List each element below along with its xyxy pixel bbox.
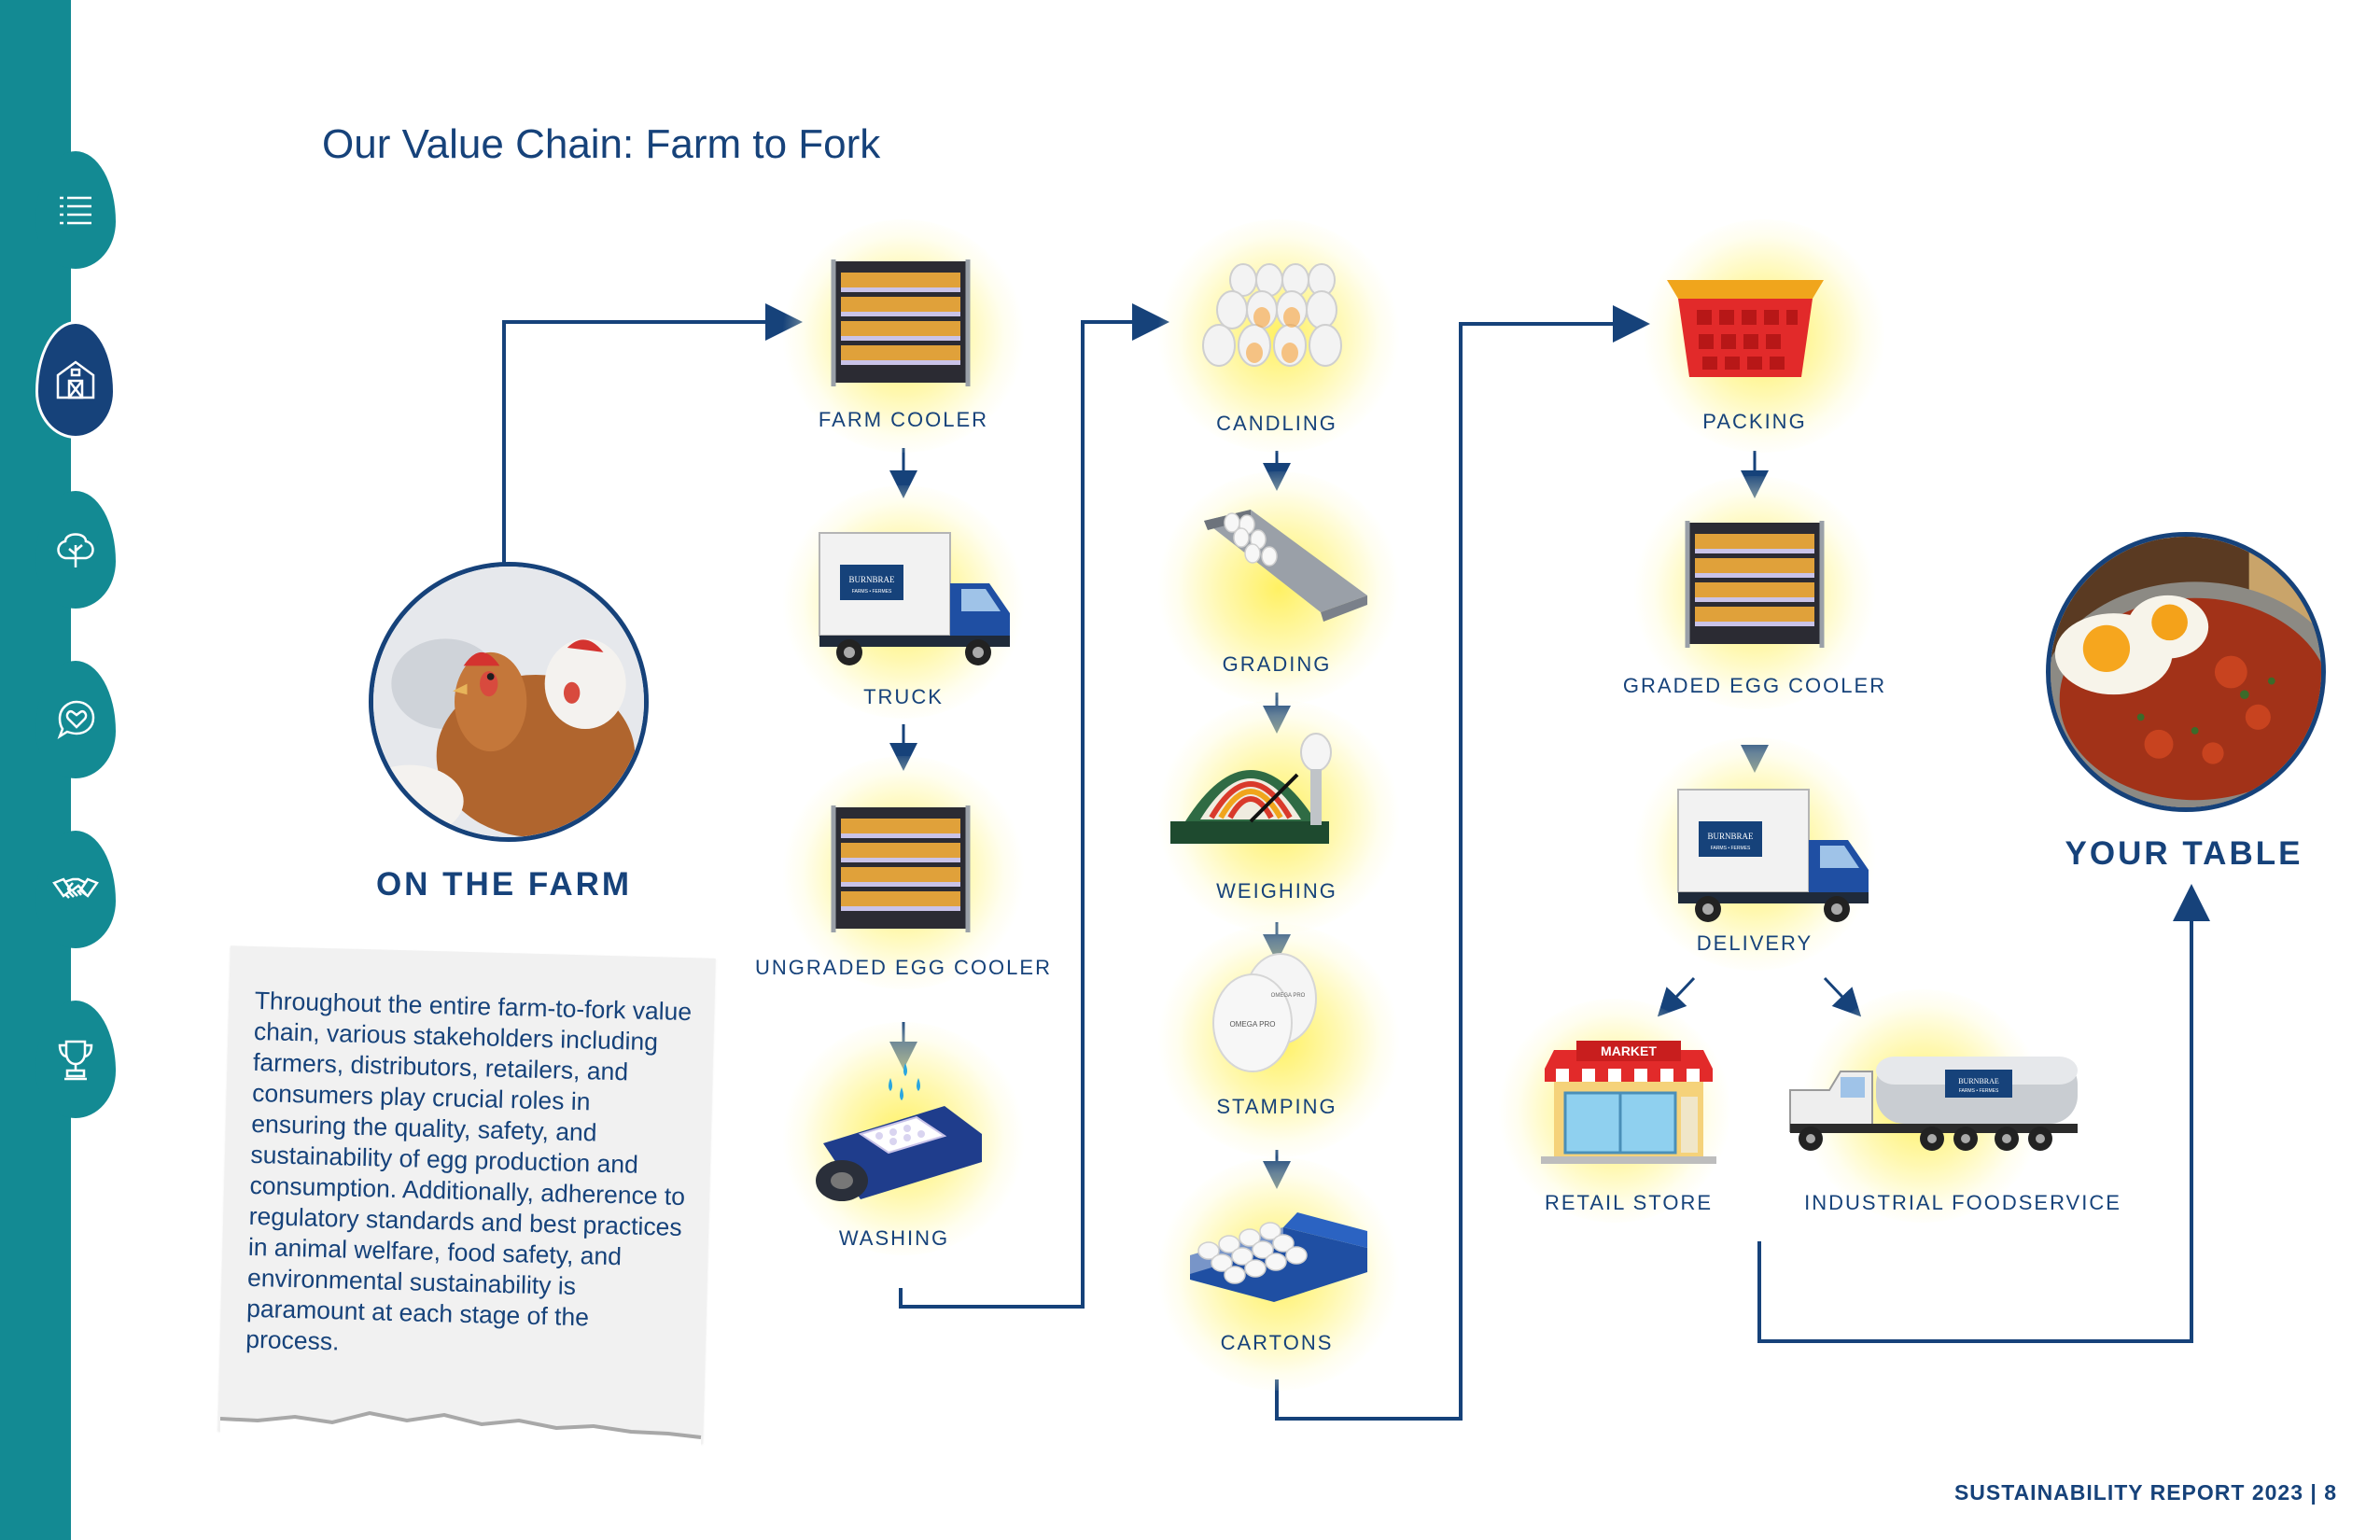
candling-icon [1187, 252, 1369, 373]
label-candling: CANDLING [1216, 412, 1337, 435]
eggs-dish-image [2051, 537, 2321, 807]
weighing-scale-icon [1167, 728, 1353, 849]
arrow-farm-to-cooler [502, 303, 803, 565]
label-farm-cooler: FARM COOLER [818, 408, 989, 431]
hen-image [373, 567, 644, 837]
svg-text:MARKET: MARKET [1601, 1043, 1657, 1058]
svg-text:OMEGA PRO: OMEGA PRO [1271, 993, 1306, 999]
nav-partnerships[interactable] [35, 831, 116, 948]
svg-text:OMEGA PRO: OMEGA PRO [1230, 1020, 1276, 1029]
svg-text:FARMS • FERMES: FARMS • FERMES [852, 589, 892, 595]
svg-text:BURNBRAE: BURNBRAE [1958, 1077, 1999, 1085]
svg-text:FARMS • FERMES: FARMS • FERMES [1711, 846, 1751, 851]
farm-label: ON THE FARM [375, 866, 633, 903]
handshake-icon [52, 877, 99, 899]
retail-store-icon: MARKET [1535, 1041, 1722, 1167]
washing-icon [805, 1050, 991, 1218]
ungraded-egg-cooler-icon [826, 798, 975, 938]
arrow-cartons-to-packing [1275, 305, 1650, 1421]
heart-chat-icon [57, 700, 95, 740]
label-packing: PACKING [1702, 410, 1807, 433]
svg-text:BURNBRAE: BURNBRAE [848, 575, 895, 584]
label-weighing: WEIGHING [1216, 879, 1337, 903]
list-icon [60, 196, 91, 225]
farm-cooler-icon [826, 252, 975, 392]
label-graded-egg-cooler: GRADED EGG COOLER [1622, 674, 1887, 697]
nav-contents[interactable] [35, 151, 116, 269]
label-washing: WASHING [838, 1226, 950, 1250]
label-cartons: CARTONS [1220, 1331, 1334, 1354]
description-text: Throughout the entire farm-to-fork value… [245, 986, 693, 1356]
nav-farm[interactable] [35, 321, 116, 439]
cartons-icon [1181, 1199, 1372, 1321]
svg-text:BURNBRAE: BURNBRAE [1707, 832, 1754, 841]
stamping-eggs-icon: OMEGA PRO OMEGA PRO [1206, 952, 1323, 1073]
nav-environment[interactable] [35, 491, 116, 609]
graded-egg-cooler-icon [1680, 513, 1829, 653]
page-title: Our Value Chain: Farm to Fork [322, 121, 881, 167]
trophy-icon [58, 1040, 93, 1081]
packing-basket-icon [1661, 261, 1829, 383]
torn-paper-edge [220, 1410, 702, 1465]
label-ungraded-egg-cooler: UNGRADED EGG COOLER [755, 956, 1052, 979]
label-industrial-foodservice: INDUSTRIAL FOODSERVICE [1804, 1191, 2121, 1214]
svg-text:FARMS • FERMES: FARMS • FERMES [1959, 1088, 1999, 1094]
arrow-delivery-to-table [1757, 884, 2210, 1343]
tanker-truck-icon: BURNBRAE FARMS • FERMES [1783, 1053, 2081, 1154]
table-label: YOUR TABLE [2065, 835, 2303, 872]
delivery-truck-icon: BURNBRAE FARMS • FERMES [1671, 784, 1881, 933]
barn-icon [56, 360, 95, 399]
label-delivery: DELIVERY [1696, 931, 1813, 955]
truck-icon: BURNBRAE FARMS • FERMES [812, 527, 1022, 677]
nav-awards[interactable] [35, 1001, 116, 1118]
table-dish-photo [2046, 532, 2326, 812]
label-truck: TRUCK [863, 685, 944, 708]
label-grading: GRADING [1222, 652, 1332, 676]
label-retail-store: RETAIL STORE [1544, 1191, 1714, 1214]
farm-hens-photo [369, 562, 649, 842]
footer: SUSTAINABILITY REPORT 2023 | 8 [1953, 1480, 2337, 1505]
nav-community[interactable] [35, 661, 116, 778]
arrow-washing-to-candling [899, 303, 1169, 1309]
grading-icon [1195, 502, 1372, 633]
tree-icon [57, 533, 94, 567]
label-stamping: STAMPING [1216, 1095, 1337, 1118]
